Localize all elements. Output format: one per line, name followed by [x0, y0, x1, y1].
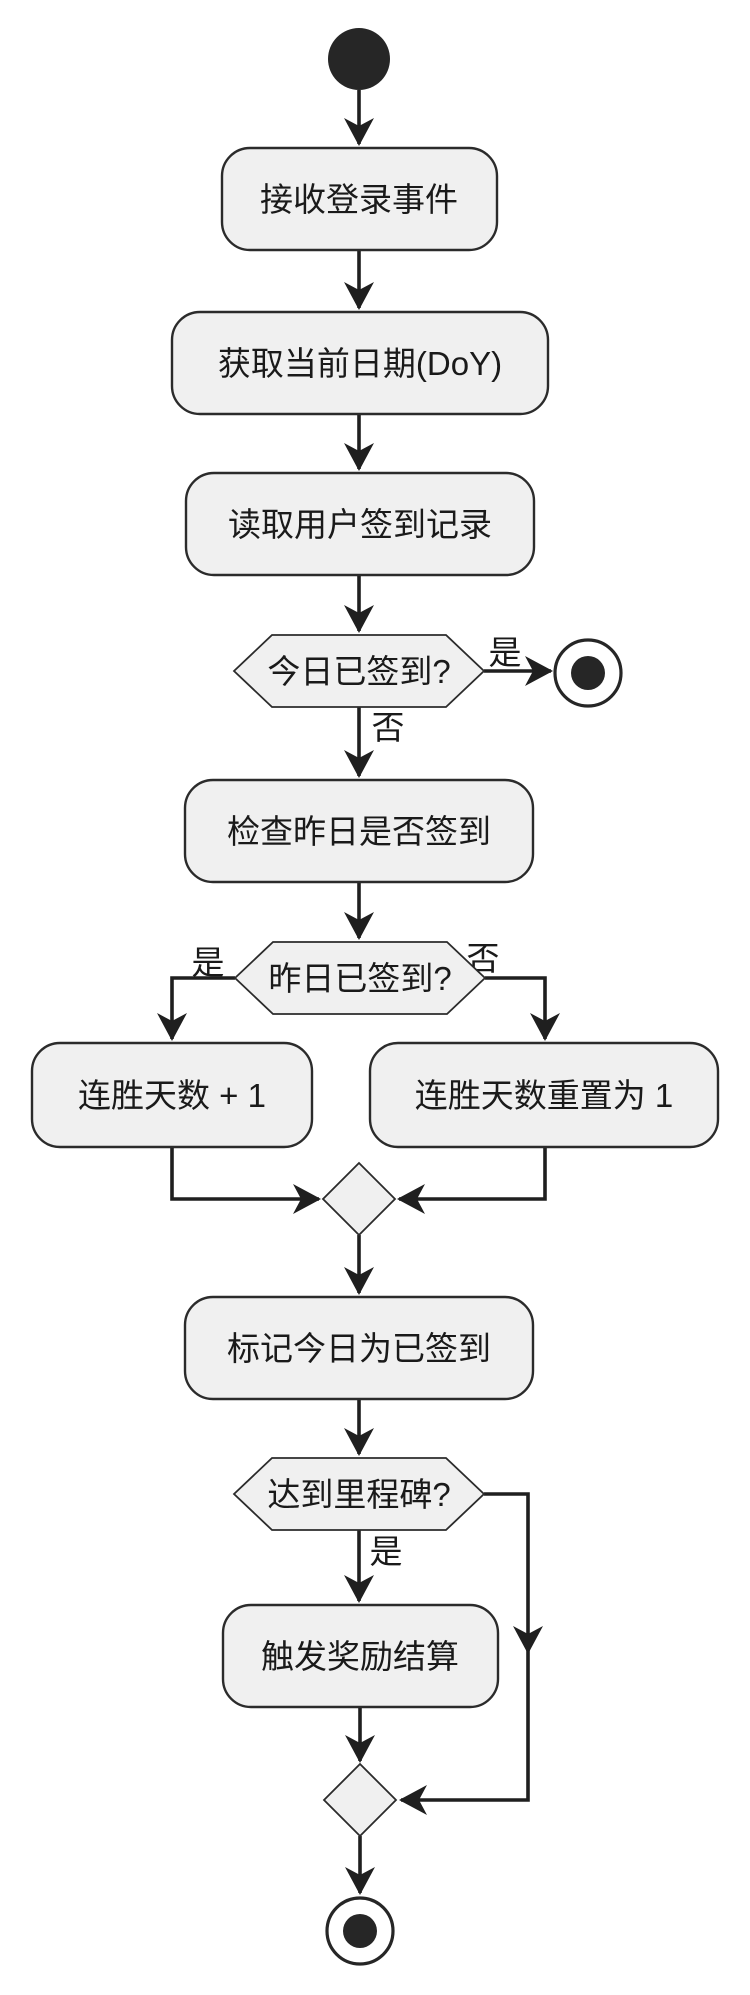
nodes: 接收登录事件 获取当前日期(DoY) 读取用户签到记录 今日已签到? 检查昨日是… [30, 28, 720, 1966]
edge-streak-reset-to-merge [397, 1147, 547, 1214]
start-node [328, 28, 390, 90]
edge-label-milestone-yes: 是 [370, 1533, 403, 1570]
decision-today-checked-label: 今日已签到? [267, 653, 450, 690]
activity-receive-login-label: 接收登录事件 [260, 181, 458, 218]
decision-yesterday-checked [233, 941, 487, 1015]
edge-label-today-no: 否 [372, 709, 405, 746]
activity-streak-reset-label: 连胜天数重置为 1 [415, 1077, 674, 1114]
end-node-bottom [343, 1914, 377, 1948]
activity-read-record [184, 471, 536, 577]
activity-streak-plus-one-label: 连胜天数 + 1 [78, 1077, 266, 1114]
edge-milestone-bypass-down [484, 1492, 543, 1654]
edge-label-yesterday-yes: 是 [192, 944, 225, 981]
activity-check-yesterday [183, 778, 535, 884]
edge-streak-plus-to-merge [170, 1147, 321, 1214]
activity-receive-login [220, 146, 499, 252]
edge-yesterday-yes-to-streak-plus [157, 976, 235, 1041]
merge-diamond-1 [321, 1161, 397, 1237]
activity-streak-reset [368, 1041, 720, 1149]
activity-get-date [170, 310, 550, 416]
activity-read-record-label: 读取用户签到记录 [228, 506, 492, 543]
activity-mark-today-label: 标记今日为已签到 [227, 1330, 491, 1367]
activity-trigger-reward [221, 1603, 500, 1709]
activity-mark-today [183, 1295, 535, 1401]
merge-diamond-2 [322, 1762, 398, 1838]
edge-milestone-bypass-to-merge [399, 1652, 530, 1815]
edge-label-today-yes: 是 [489, 634, 522, 671]
end-node-top [571, 656, 605, 690]
edge-yesterday-no-to-streak-reset [485, 976, 560, 1041]
activity-get-date-label: 获取当前日期(DoY) [218, 345, 502, 382]
decision-yesterday-checked-label: 昨日已签到? [268, 960, 451, 997]
activity-trigger-reward-label: 触发奖励结算 [261, 1638, 459, 1675]
activity-check-yesterday-label: 检查昨日是否签到 [227, 813, 491, 850]
edges [157, 90, 560, 1895]
activity-streak-plus-one [30, 1041, 314, 1149]
decision-milestone-label: 达到里程碑? [267, 1476, 450, 1513]
decision-milestone [232, 1457, 486, 1531]
decision-today-checked [232, 634, 486, 708]
edge-labels: 是 否 是 否 是 [192, 634, 522, 1570]
